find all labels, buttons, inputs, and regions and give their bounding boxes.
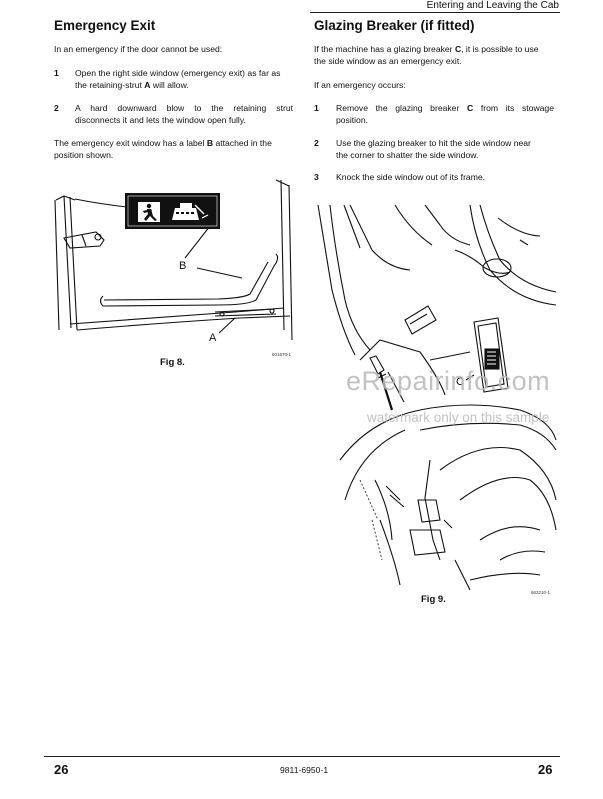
fig-8-code: 601670-1 — [272, 352, 292, 357]
right-step-3-num: 3 — [314, 172, 319, 182]
fig-9-label-c: C — [456, 376, 464, 388]
left-step-1-num: 1 — [54, 68, 59, 78]
emergency-exit-title: Emergency Exit — [54, 18, 156, 33]
header-rule — [310, 12, 560, 13]
right-step-2-num: 2 — [314, 138, 319, 148]
right-step-3-text: Knock the side window out of its frame. — [336, 172, 486, 182]
left-step-1-text: Open the right side window (emergency ex… — [75, 68, 281, 90]
right-step-1-num: 1 — [314, 103, 319, 113]
fig-8-label-b: B — [179, 260, 187, 272]
right-occurs: If an emergency occurs: — [314, 80, 406, 90]
fig-8-label-a: A — [209, 332, 217, 344]
glazing-breaker-title: Glazing Breaker (if fitted) — [314, 18, 475, 33]
left-step-2-num: 2 — [54, 103, 59, 113]
left-intro: In an emergency if the door cannot be us… — [54, 44, 223, 54]
left-note: The emergency exit window has a label B … — [54, 138, 272, 160]
right-intro: If the machine has a glazing breaker C, … — [314, 44, 539, 66]
right-step-2-text: Use the glazing breaker to hit the side … — [336, 138, 531, 160]
footer-page-right: 26 — [538, 762, 553, 777]
fig-9-code: 663210-1 — [531, 590, 551, 595]
running-head: Entering and Leaving the Cab — [426, 0, 559, 11]
watermark-site: eRepairinfo.com — [346, 366, 551, 396]
right-step-1-text: Remove the glazing breaker C from its st… — [336, 103, 554, 125]
footer-doc-number: 9811-6950-1 — [280, 765, 329, 775]
footer-rule — [44, 756, 560, 757]
footer-page-left: 26 — [54, 762, 69, 777]
watermark-sample: watermark only on this sample — [367, 410, 550, 425]
fig-9-caption: Fig 9. — [421, 594, 446, 605]
left-step-2-text: A hard downward blow to the retaining st… — [75, 103, 293, 125]
fig-8-caption: Fig 8. — [160, 357, 185, 368]
